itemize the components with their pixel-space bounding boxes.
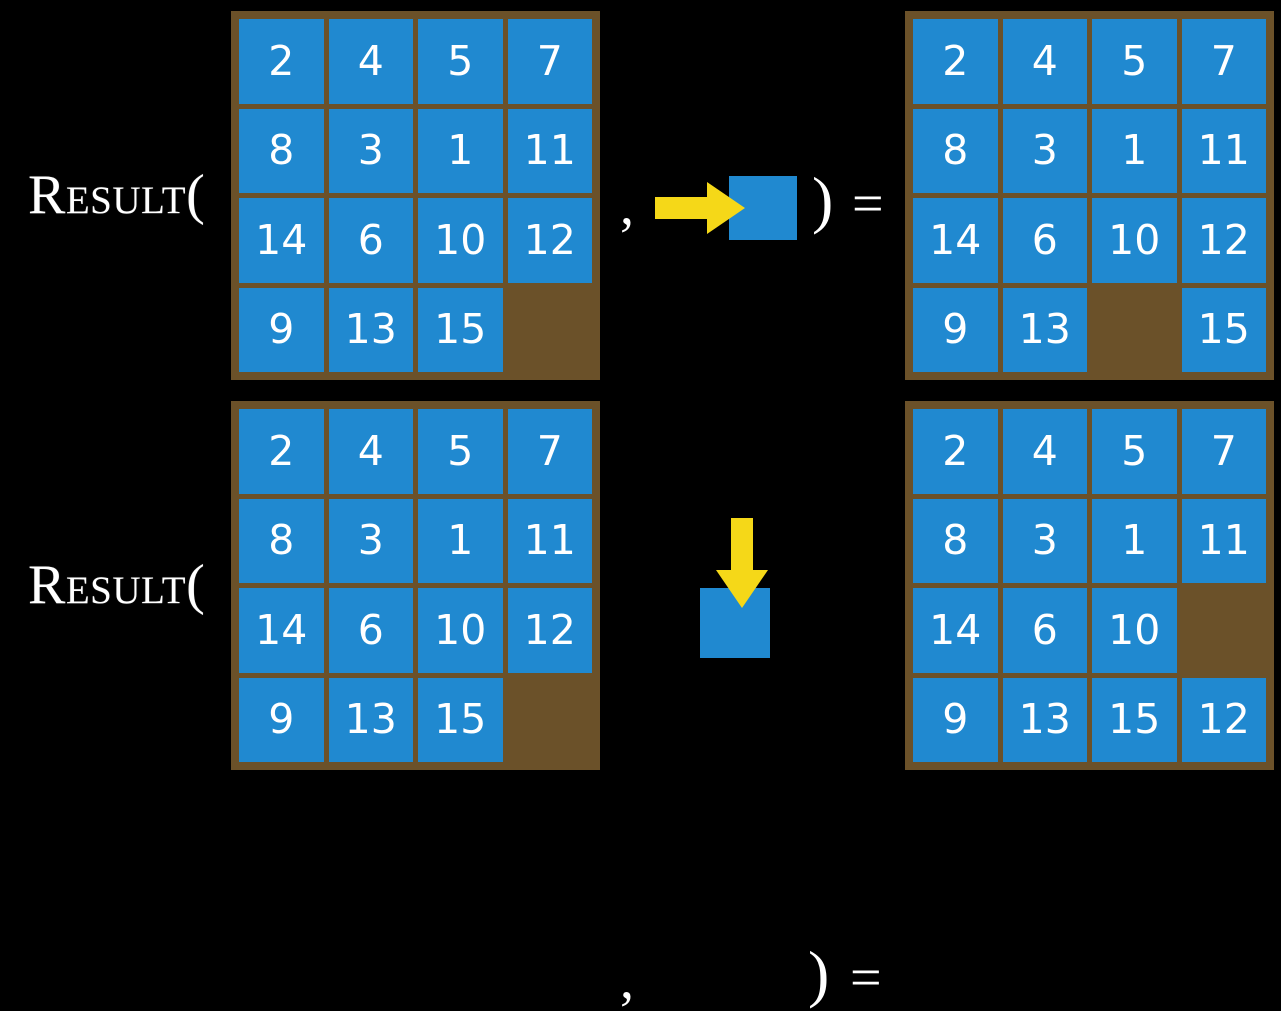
puzzle-tile[interactable]: 1 [1092,498,1177,583]
puzzle-tile[interactable]: 9 [913,287,998,372]
puzzle-tile[interactable]: 11 [507,498,592,583]
puzzle-tile[interactable]: 15 [1181,287,1266,372]
puzzle-tile[interactable]: 3 [1002,498,1087,583]
result-function-label: Result( [28,554,206,616]
puzzle-tile[interactable]: 11 [1181,108,1266,193]
puzzle-tile[interactable]: 9 [239,677,324,762]
puzzle-tile[interactable]: 12 [1181,198,1266,283]
puzzle-tile[interactable]: 7 [507,19,592,104]
puzzle-tile[interactable]: 4 [328,409,413,494]
puzzle-tile[interactable]: 2 [239,19,324,104]
puzzle-tile[interactable]: 14 [239,198,324,283]
puzzle-tile[interactable]: 3 [1002,108,1087,193]
puzzle-tile[interactable]: 1 [418,108,503,193]
puzzle-tile[interactable]: 4 [1002,409,1087,494]
puzzle-tile[interactable]: 8 [913,108,998,193]
puzzle-tile[interactable]: 5 [1092,409,1177,494]
puzzle-tile-blank [1092,288,1177,373]
puzzle-tile[interactable]: 2 [913,19,998,104]
puzzle-tile[interactable]: 6 [1002,198,1087,283]
puzzle-tile[interactable]: 8 [913,498,998,583]
puzzle-tile[interactable]: 12 [1181,677,1266,762]
puzzle-tile[interactable]: 7 [507,409,592,494]
puzzle-tile[interactable]: 9 [913,677,998,762]
puzzle-tile[interactable]: 4 [1002,19,1087,104]
puzzle-tile[interactable]: 7 [1181,409,1266,494]
puzzle-tile[interactable]: 4 [328,19,413,104]
argument-separator-comma: , [620,175,634,237]
puzzle-tile[interactable]: 3 [328,108,413,193]
puzzle-tile[interactable]: 15 [418,287,503,372]
puzzle-tile[interactable]: 6 [328,198,413,283]
puzzle-tile[interactable]: 1 [418,498,503,583]
puzzle-tile-blank [508,288,593,373]
puzzle-tile[interactable]: 3 [328,498,413,583]
puzzle-tile[interactable]: 12 [507,198,592,283]
puzzle-tile[interactable]: 8 [239,108,324,193]
move-argument-down [690,510,800,670]
puzzle-tile[interactable]: 2 [913,409,998,494]
puzzle-tile[interactable]: 14 [239,588,324,673]
puzzle-tile[interactable]: 13 [328,677,413,762]
puzzle-tile[interactable]: 7 [1181,19,1266,104]
argument-separator-comma: , [620,949,634,1011]
puzzle-tile[interactable]: 11 [507,108,592,193]
puzzle-tile[interactable]: 12 [507,588,592,673]
puzzle-tile[interactable]: 13 [328,287,413,372]
equals-sign: = [852,173,884,235]
equals-sign: = [850,947,882,1009]
puzzle-tile[interactable]: 15 [1092,677,1177,762]
puzzle-tile[interactable]: 13 [1002,677,1087,762]
puzzle-tile[interactable]: 1 [1092,108,1177,193]
puzzle-tile[interactable]: 15 [418,677,503,762]
puzzle-tile[interactable]: 10 [1092,198,1177,283]
puzzle-tile[interactable]: 9 [239,287,324,372]
puzzle-tile[interactable]: 5 [1092,19,1177,104]
puzzle-tile[interactable]: 8 [239,498,324,583]
closing-paren: ) [812,164,834,235]
puzzle-tile[interactable]: 10 [418,588,503,673]
puzzle-tile[interactable]: 13 [1002,287,1087,372]
puzzle-tile[interactable]: 5 [418,409,503,494]
closing-paren: ) [808,938,830,1009]
arrow-right-icon [655,182,745,234]
result-function-label: Result( [28,164,206,226]
puzzle-tile[interactable]: 14 [913,588,998,673]
move-tile [700,588,770,658]
puzzle-tile[interactable]: 11 [1181,498,1266,583]
puzzle-tile-blank [508,678,593,763]
arrow-down-icon [716,518,768,608]
puzzle-tile[interactable]: 10 [1092,588,1177,673]
puzzle-tile[interactable]: 5 [418,19,503,104]
puzzle-tile-blank [1182,588,1267,673]
puzzle-tile[interactable]: 6 [1002,588,1087,673]
puzzle-tile[interactable]: 10 [418,198,503,283]
puzzle-tile[interactable]: 6 [328,588,413,673]
move-argument-right [650,160,810,256]
puzzle-tile[interactable]: 2 [239,409,324,494]
puzzle-tile[interactable]: 14 [913,198,998,283]
